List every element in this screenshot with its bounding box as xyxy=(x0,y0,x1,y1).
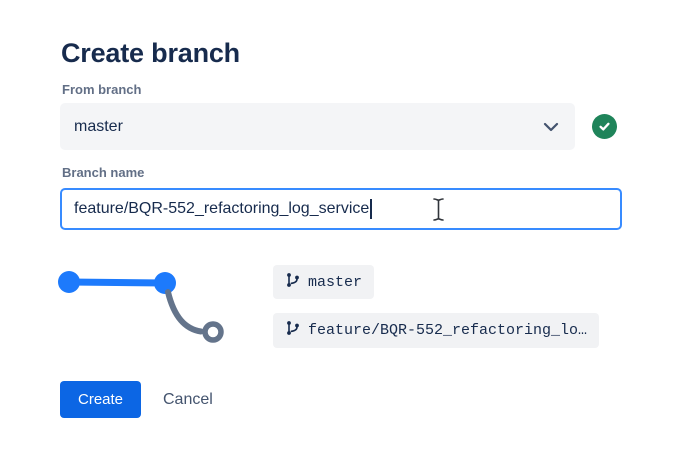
cancel-button[interactable]: Cancel xyxy=(157,381,219,418)
branch-name-value: feature/BQR-552_refactoring_log_service xyxy=(74,200,370,217)
master-branch-line xyxy=(58,271,176,294)
from-branch-selected-value: master xyxy=(74,117,123,135)
new-branch-curve xyxy=(165,289,224,343)
from-branch-select[interactable]: master xyxy=(60,103,575,150)
chevron-down-icon xyxy=(543,122,559,132)
new-branch-chip: feature/BQR-552_refactoring_lo… xyxy=(273,313,600,348)
source-branch-name: master xyxy=(308,273,363,291)
git-branch-icon xyxy=(285,320,301,341)
branch-name-label: Branch name xyxy=(62,165,145,180)
create-button[interactable]: Create xyxy=(60,381,142,418)
text-cursor-icon xyxy=(432,197,445,227)
git-branch-icon xyxy=(285,272,301,293)
page-title: Create branch xyxy=(61,38,240,69)
check-circle-icon xyxy=(592,114,617,139)
from-branch-label: From branch xyxy=(62,82,142,97)
branch-name-input[interactable]: feature/BQR-552_refactoring_log_service xyxy=(60,188,622,230)
new-branch-name: feature/BQR-552_refactoring_lo… xyxy=(308,322,588,339)
master-branch-chip: master xyxy=(273,265,375,299)
branch-graph xyxy=(55,262,235,352)
text-caret xyxy=(370,199,372,219)
